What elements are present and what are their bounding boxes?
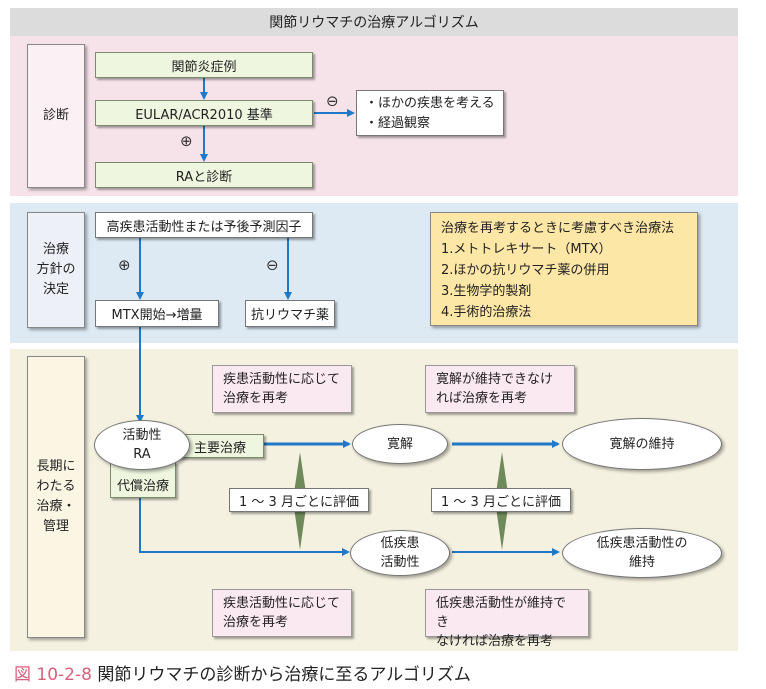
compensatory-treatment-box: 代償治療 bbox=[110, 462, 176, 498]
note-line: 治療を再考 bbox=[223, 391, 289, 406]
note-reconsider-top-right: 寛解が維持できなけ れば治療を再考 bbox=[425, 365, 575, 413]
section-management-line: わたる bbox=[36, 479, 76, 494]
ra-diagnosis-label: RAと診断 bbox=[175, 169, 233, 185]
evaluation-box-left: 1 ～ 3 月ごとに評価 bbox=[229, 488, 369, 512]
maintain-low-activity-node: 低疾患活動性の 維持 bbox=[562, 528, 722, 578]
figure-caption-text: 関節リウマチの診断から治療に至るアルゴリズム bbox=[97, 665, 471, 685]
risk-factor-box: 高疾患活動性または予後予測因子 bbox=[95, 212, 313, 238]
note-reconsider-bottom-right: 低疾患活動性が維持でき なければ治療を再考 bbox=[425, 589, 589, 649]
figure-caption: 図 10-2-8 関節リウマチの診断から治療に至るアルゴリズム bbox=[14, 660, 471, 685]
main-treatment-box: 主要治療 bbox=[176, 434, 264, 458]
reconsider-item: 2.ほかの抗リウマチ薬の併用 bbox=[441, 263, 610, 278]
maintain-remission-node: 寛解の維持 bbox=[562, 418, 722, 470]
other-option-item: ・経過観察 bbox=[365, 116, 431, 131]
section-management-line: 長期に bbox=[36, 459, 76, 474]
evaluation-right-label: 1 ～ 3 月ごとに評価 bbox=[441, 494, 561, 510]
low-activity-line: 低疾患 bbox=[380, 536, 420, 551]
diagnosis-plus-sign: ⊕ bbox=[180, 132, 193, 150]
policy-minus-sign: ⊖ bbox=[266, 256, 279, 274]
section-management: 長期に わたる 治療・ 管理 bbox=[27, 356, 85, 638]
reconsider-item: 1.メトトレキサート（MTX） bbox=[441, 242, 612, 257]
section-policy-line: 決定 bbox=[42, 282, 69, 297]
section-policy-line: 方針の bbox=[36, 262, 76, 277]
section-diagnosis-label: 診断 bbox=[42, 108, 69, 123]
section-policy: 治療 方針の 決定 bbox=[27, 212, 85, 328]
arthritis-case-label: 関節炎症例 bbox=[171, 59, 237, 75]
maintain-low-line: 低疾患活動性の bbox=[596, 536, 688, 551]
note-line: 疾患活動性に応じて bbox=[223, 372, 341, 387]
section-management-line: 管理 bbox=[42, 519, 69, 534]
remission-node: 寛解 bbox=[352, 424, 448, 464]
figure-number: 図 10-2-8 bbox=[14, 665, 92, 685]
reconsider-options-box: 治療を再考するときに考慮すべき治療法 1.メトトレキサート（MTX） 2.ほかの… bbox=[430, 212, 698, 326]
antirheumatic-label: 抗リウマチ薬 bbox=[250, 308, 329, 323]
note-line: れば治療を再考 bbox=[436, 391, 528, 406]
main-treatment-label: 主要治療 bbox=[193, 440, 246, 456]
ra-diagnosis-box: RAと診断 bbox=[95, 162, 313, 188]
arrow-comp-to-low bbox=[139, 498, 350, 556]
reconsider-item: 3.生物学的製剤 bbox=[441, 284, 532, 299]
page-title: 関節リウマチの治療アルゴリズム bbox=[10, 8, 738, 36]
diagnosis-minus-sign: ⊖ bbox=[326, 92, 339, 110]
risk-factor-label: 高疾患活動性または予後予測因子 bbox=[106, 219, 302, 235]
other-option-item: ・ほかの疾患を考える bbox=[365, 96, 495, 111]
maintain-low-line: 維持 bbox=[628, 555, 655, 570]
reconsider-item: 4.手術的治療法 bbox=[441, 305, 532, 320]
reconsider-title: 治療を再考するときに考慮すべき治療法 bbox=[441, 221, 675, 236]
maintain-remission-label: 寛解の維持 bbox=[609, 436, 675, 452]
section-diagnosis: 診断 bbox=[27, 44, 85, 188]
evaluation-left-label: 1 ～ 3 月ごとに評価 bbox=[239, 494, 359, 510]
mtx-start-label: MTX開始→増量 bbox=[111, 308, 203, 323]
antirheumatic-box: 抗リウマチ薬 bbox=[245, 300, 335, 327]
mtx-start-box: MTX開始→増量 bbox=[95, 300, 219, 327]
section-policy-line: 治療 bbox=[42, 242, 69, 257]
note-line: 治療を再考 bbox=[223, 615, 289, 630]
criteria-label: EULAR/ACR2010 基準 bbox=[135, 107, 273, 123]
section-management-line: 治療・ bbox=[36, 499, 76, 514]
active-ra-node: 活動性 RA bbox=[94, 420, 190, 470]
note-reconsider-top-left: 疾患活動性に応じて 治療を再考 bbox=[212, 365, 352, 413]
note-line: 低疾患活動性が維持でき bbox=[436, 596, 567, 630]
note-line: 寛解が維持できなけ bbox=[436, 372, 554, 387]
note-line: なければ治療を再考 bbox=[436, 634, 554, 649]
evaluation-box-right: 1 ～ 3 月ごとに評価 bbox=[431, 488, 571, 512]
other-options-box: ・ほかの疾患を考える ・経過観察 bbox=[356, 90, 504, 136]
active-ra-line: RA bbox=[133, 447, 151, 462]
policy-plus-sign: ⊕ bbox=[118, 256, 131, 274]
active-ra-line: 活動性 bbox=[122, 428, 162, 443]
note-reconsider-bottom-left: 疾患活動性に応じて 治療を再考 bbox=[212, 589, 352, 637]
arthritis-case-box: 関節炎症例 bbox=[95, 52, 313, 78]
note-line: 疾患活動性に応じて bbox=[223, 596, 341, 611]
criteria-box: EULAR/ACR2010 基準 bbox=[95, 100, 313, 126]
low-activity-node: 低疾患 活動性 bbox=[350, 530, 450, 576]
low-activity-line: 活動性 bbox=[380, 555, 420, 570]
compensatory-treatment-label: 代償治療 bbox=[116, 478, 169, 494]
management-band bbox=[10, 349, 738, 651]
remission-label: 寛解 bbox=[386, 436, 413, 452]
